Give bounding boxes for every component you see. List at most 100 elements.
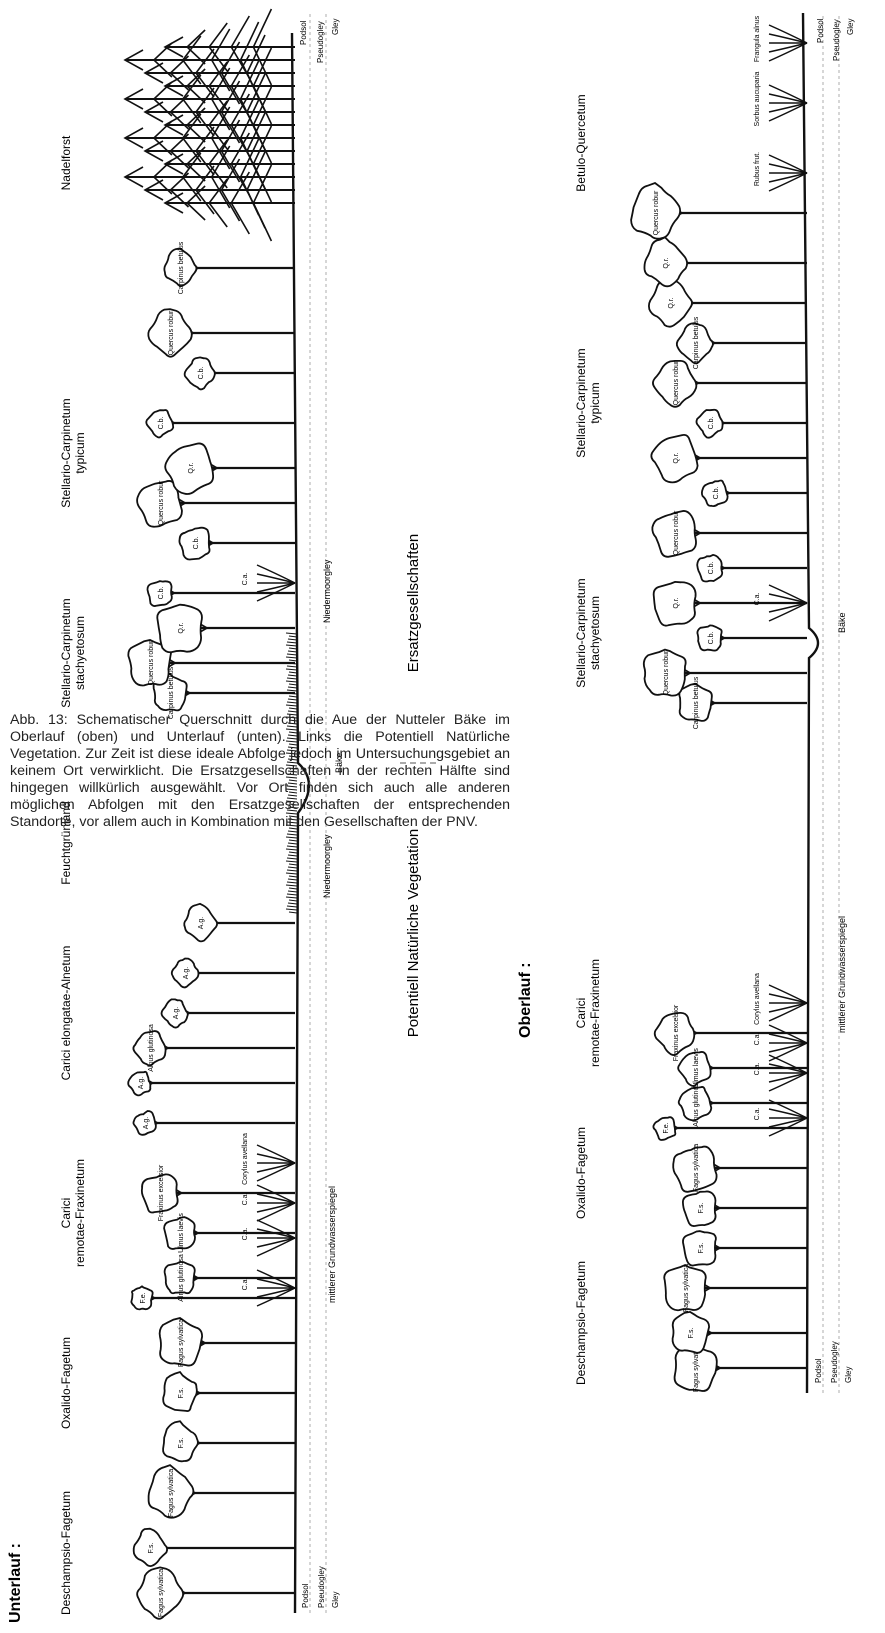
tree-upper-right-6: C.b. <box>702 481 807 507</box>
tree-label: F.e. <box>663 1122 670 1133</box>
tree-upper-right-5: Quercus robur <box>652 510 807 557</box>
shrub-stem <box>769 585 807 603</box>
shrub: C.a. <box>242 1220 295 1256</box>
shrub-stem <box>769 103 807 121</box>
shrub-stem <box>769 155 807 173</box>
community-label: Carici elongatae-Alnetum <box>59 946 73 1081</box>
tree-upper-right-8: C.b. <box>696 410 807 438</box>
upper-community-labels: Deschampsio-FagetumOxalido-FagetumCarici… <box>574 94 602 1385</box>
shrub: C.a. <box>754 1100 807 1136</box>
tree-upper-left-3: F.s. <box>683 1231 807 1265</box>
lower-soil-podsol-right: Podsol <box>299 20 308 45</box>
shrub-label: Corylus avellana <box>242 1133 249 1185</box>
shrub: C.a. <box>242 1270 295 1306</box>
tree-label: F.s. <box>178 1438 185 1449</box>
tree-label: F.s. <box>698 1203 705 1214</box>
tree-label: C.b. <box>708 632 715 645</box>
upper-soil-podsol-right: Podsol <box>816 18 825 43</box>
tree-label: F.s. <box>688 1328 695 1339</box>
tree-label: Fraxinus excelsior <box>673 1004 680 1061</box>
tree-lower-left-6: F.e. <box>131 1286 295 1309</box>
tree-label: Ulmus laevis <box>693 1048 700 1088</box>
tree-lower-left-15: A.g. <box>184 904 295 942</box>
shrub: Frangula alnus <box>754 15 807 62</box>
tree-upper-left-1: F.s. <box>673 1312 807 1353</box>
upper-soil-pseudogley: Pseudogley <box>830 1341 839 1383</box>
tree-label: F.s. <box>178 1388 185 1399</box>
upper-ground <box>803 13 839 1393</box>
shrub-stem <box>769 1043 807 1052</box>
shrub-stem <box>769 173 807 182</box>
tree-label: Quercus robur <box>653 190 660 235</box>
shrub-stem <box>769 94 807 103</box>
shrub: C.a. <box>242 1185 295 1221</box>
shrub-stem <box>769 34 807 43</box>
lower-soil-pseudogley: Pseudogley <box>317 1566 326 1608</box>
shrub-stem <box>769 173 807 191</box>
tree-lower-left-13: A.g. <box>162 999 295 1027</box>
tree-label: Fagus sylvatica <box>178 1319 185 1367</box>
tree-label: C.b. <box>708 417 715 430</box>
shrub-stem <box>769 85 807 103</box>
tree-label: A.g. <box>173 1007 180 1020</box>
shrub-label: Sorbus aucuparia <box>754 71 761 126</box>
shrub-label: C.a. <box>242 1193 249 1206</box>
tree-lower-left-11: A.g. <box>128 1072 295 1096</box>
shrub-label: C.a. <box>754 593 761 606</box>
community-label: Deschampsio-Fagetum <box>574 1261 588 1385</box>
tree-label: Quercus robur <box>663 650 670 695</box>
tree-label: Fagus sylvatica <box>693 1144 700 1192</box>
shrub: C.a. <box>242 565 295 601</box>
tree-lower-left-2: Fagus sylvatica <box>149 1465 295 1518</box>
tree-label: Quercus robur <box>673 360 680 405</box>
shrub-stem <box>257 565 295 583</box>
shrub-stem <box>257 574 295 583</box>
shrub-stem <box>769 43 807 61</box>
shrub-stem <box>769 1003 807 1021</box>
shrub-label: C.a. <box>754 1033 761 1046</box>
tree-lower-left-1: F.s. <box>134 1529 295 1566</box>
community-label: Stellario-Carpinetumstachyetosum <box>59 598 87 707</box>
shrub-stem <box>257 1220 295 1238</box>
tree-upper-right-13: Quercus robur <box>631 183 807 239</box>
shrub-label: C.a. <box>242 1228 249 1241</box>
community-label: Stellario-Carpinetumtypicum <box>59 398 87 507</box>
tree-label: Alnus glutinosa <box>178 1254 185 1302</box>
shrub: Corylus avellana <box>242 1133 295 1185</box>
tree-lower-right-2: Q.r. <box>157 605 295 653</box>
shrub-stem <box>257 583 295 592</box>
tree-label: Q.r. <box>178 622 185 633</box>
community-label: Cariciremotae-Fraxinetum <box>59 1159 87 1267</box>
tree-lower-left-14: A.g. <box>172 959 295 988</box>
tree-upper-right-4: C.b. <box>697 555 807 582</box>
tree-lower-left-3: F.s. <box>163 1421 295 1461</box>
tree-label: Fagus sylvatica <box>168 1469 175 1517</box>
shrub-stem <box>769 43 807 52</box>
lower-soil-gley-right: Gley <box>331 19 340 35</box>
tree-label: C.b. <box>198 367 205 380</box>
shrub-stem <box>769 603 807 612</box>
shrub-stem <box>257 1145 295 1163</box>
shrub-stem <box>257 1163 295 1172</box>
figure-caption: Abb. 13: Schematischer Querschnitt durch… <box>10 712 510 831</box>
tree-upper-right-1: Quercus robur <box>644 650 807 696</box>
tree-upper-right-11: Q.r. <box>649 278 807 327</box>
shrub-stem <box>769 994 807 1003</box>
legend-replacement: Ersatzgesellschaften <box>405 534 422 672</box>
shrub-label: C.a. <box>754 1063 761 1076</box>
tree-label: Carpinus betulus <box>178 241 185 294</box>
lower-niedermoorgley-label-2: Niedermoorgley <box>322 559 332 623</box>
shrub-stem <box>769 1073 807 1082</box>
shrub-stem <box>769 1003 807 1012</box>
tree-label: C.b. <box>158 587 165 600</box>
shrub-label: C.a. <box>754 1108 761 1121</box>
tree-upper-left-2: Fagus sylvatica <box>664 1264 807 1312</box>
shrub-stem <box>769 103 807 112</box>
tree-upper-right-2: C.b. <box>697 625 807 650</box>
lower-soil-gley: Gley <box>331 1592 340 1608</box>
upper-soil-gley-right: Gley <box>846 19 855 35</box>
shrub-stem <box>257 1288 295 1297</box>
tree-lower-right-9: Quercus robur <box>148 309 295 357</box>
lower-community-labels: Deschampsio-FagetumOxalido-FagetumCarici… <box>59 135 87 1615</box>
tree-lower-left-12: Alnus glutinosa <box>133 1024 295 1072</box>
